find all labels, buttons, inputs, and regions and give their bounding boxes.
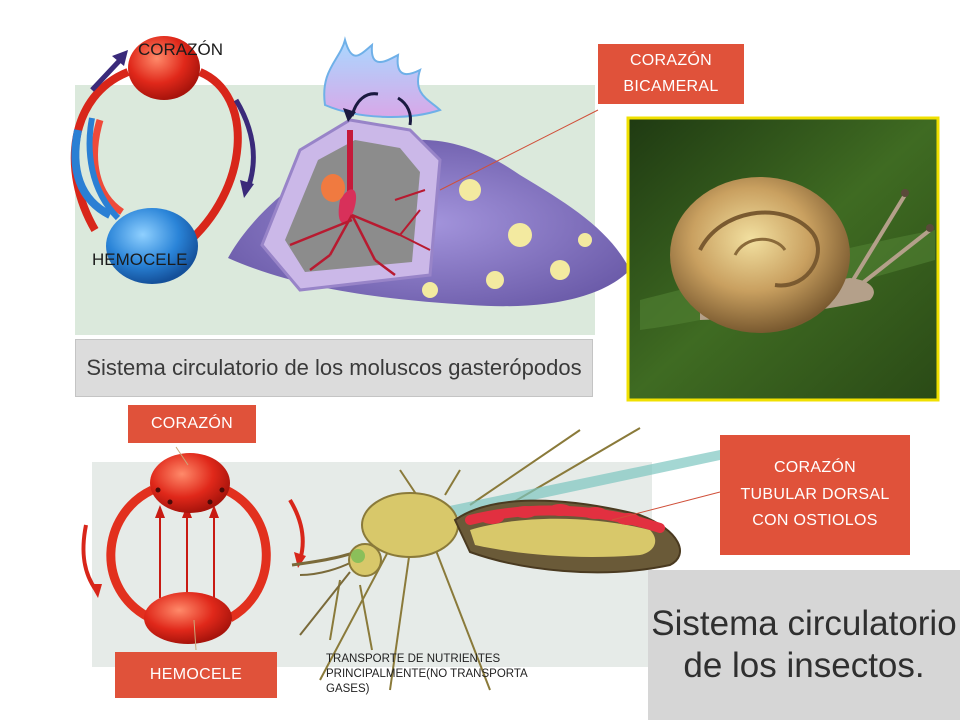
insect-circulation-loop	[83, 447, 306, 650]
snail-photo	[628, 118, 938, 400]
tag-corazon-bicameral: CORAZÓN BICAMERAL	[598, 44, 744, 104]
mollusc-circulation-loop	[75, 36, 254, 284]
tag-hemocele-bottom: HEMOCELE	[115, 652, 277, 698]
label-heart-top: CORAZÓN	[138, 40, 223, 60]
tag-corazon-tubular: CORAZÓN TUBULAR DORSAL CON OSTIOLOS	[720, 435, 910, 555]
tubular-leader-line	[612, 492, 720, 520]
transport-note: TRANSPORTE DE NUTRIENTES PRINCIPALMENTE(…	[326, 652, 566, 697]
label-hemocele-top: HEMOCELE	[92, 250, 187, 270]
caption-insects: Sistema circulatorio de los insectos.	[648, 570, 960, 720]
caption-molluscs: Sistema circulatorio de los moluscos gas…	[75, 339, 593, 397]
tag-corazon-bottom: CORAZÓN	[128, 405, 256, 443]
snail-cutaway-illustration	[228, 40, 630, 306]
